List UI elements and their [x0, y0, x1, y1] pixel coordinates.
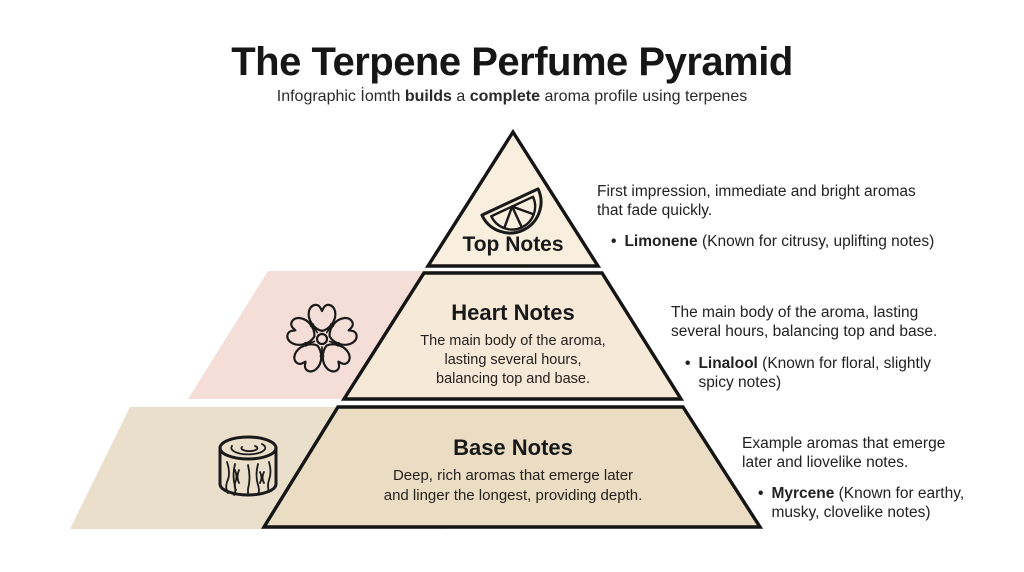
subtitle-bold-word: complete — [469, 88, 540, 105]
subtitle-bold-word: builds — [404, 88, 452, 105]
terpene-entry: Linalool (Known for floral, slightly spi… — [698, 354, 931, 392]
annotation-description: The main body of the aroma, lasting seve… — [671, 304, 938, 340]
terpene-name: Myrcene — [771, 485, 835, 502]
terpene-entry: Limonene (Known for citrusy, uplifting n… — [624, 232, 934, 251]
base-notes-label: Base Notes — [453, 435, 573, 460]
subtitle-text: Infographic İomth — [276, 88, 405, 105]
base-notes-description: Deep, rich aromas that emerge later and … — [383, 467, 643, 504]
subtitle-text: a — [451, 88, 470, 105]
wood-log-icon — [218, 435, 278, 497]
base-notes-section — [260, 405, 764, 529]
bullet-icon: • — [758, 485, 764, 502]
terpene-description: (Known for floral, slightly spicy notes) — [698, 355, 932, 391]
bullet-icon: • — [611, 233, 617, 250]
terpene-name: Linalool — [698, 355, 758, 372]
subtitle-text: aroma profile using terpenes — [540, 88, 748, 105]
terpene-bullet: • Limonene (Known for citrusy, uplifting… — [611, 232, 987, 251]
terpene-name: Limonene — [624, 233, 698, 250]
terpene-bullet: • Myrcene (Known for earthy, musky, clov… — [758, 484, 1012, 522]
page-subtitle: Infographic İomth builds a complete arom… — [0, 88, 1024, 106]
annotation-description: Example aromas that emerge later and lio… — [742, 435, 946, 471]
terpene-description: (Known for citrusy, uplifting notes) — [697, 233, 935, 250]
terpene-bullet: • Linalool (Known for floral, slightly s… — [685, 354, 1001, 392]
heart-notes-annotation: The main body of the aroma, lasting seve… — [671, 303, 1001, 392]
top-notes-label: Top Notes — [462, 233, 564, 256]
annotation-description: First impression, immediate and bright a… — [597, 183, 916, 219]
terpene-entry: Myrcene (Known for earthy, musky, clovel… — [771, 484, 964, 522]
heart-notes-section — [340, 271, 685, 401]
heart-notes-label: Heart Notes — [451, 300, 575, 325]
page-title: The Terpene Perfume Pyramid — [231, 40, 793, 84]
citrus-slice-icon — [480, 187, 543, 235]
top-notes-annotation: First impression, immediate and bright a… — [597, 182, 987, 251]
base-notes-annotation: Example aromas that emerge later and lio… — [742, 434, 1012, 522]
terpene-description: (Known for earthy, musky, clovelike note… — [771, 485, 965, 521]
sakura-flower-icon — [286, 303, 358, 373]
heart-notes-description: The main body of the aroma, lasting seve… — [420, 333, 606, 387]
bullet-icon: • — [685, 355, 691, 372]
